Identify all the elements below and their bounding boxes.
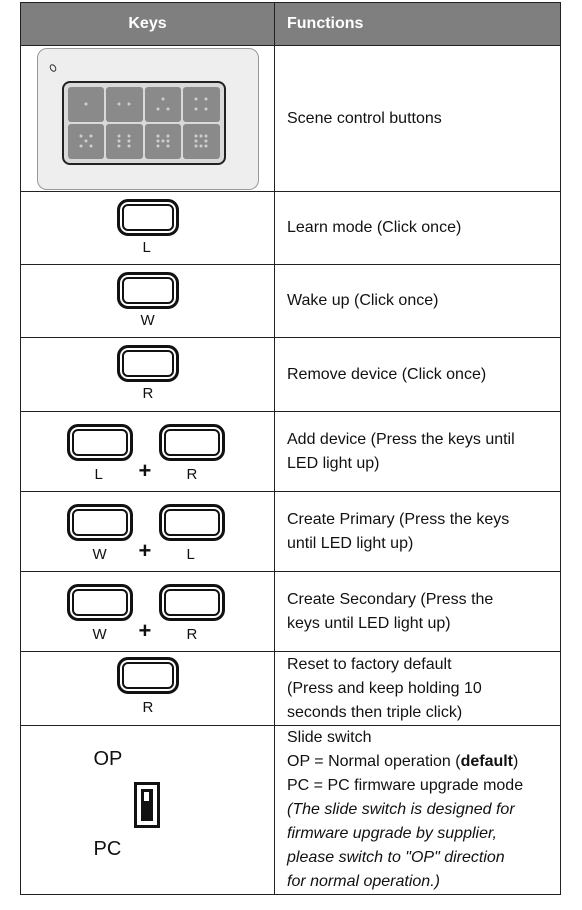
plus-sign: + xyxy=(138,617,152,643)
key-letter: W xyxy=(140,311,155,329)
key-letter: R xyxy=(142,385,154,402)
function-slide-switch: Slide switch OP = Normal operation (defa… xyxy=(274,725,561,895)
note-line: please switch to "OP" direction xyxy=(287,849,505,866)
function-line: seconds then triple click) xyxy=(287,703,463,721)
dot-pattern-icon xyxy=(79,98,92,111)
table-row: L + R Add device (Press the keys until L… xyxy=(20,411,561,492)
table-header-row: Keys Functions xyxy=(20,2,561,46)
switch-label-pc: PC xyxy=(93,838,122,860)
scene-button-3 xyxy=(144,86,181,122)
header-keys: Keys xyxy=(20,2,275,46)
dot-pattern-icon xyxy=(156,134,170,148)
scene-button-6 xyxy=(106,123,143,159)
key-button-icon xyxy=(116,271,179,309)
function-wake: Wake up (Click once) xyxy=(274,264,561,338)
function-remove: Remove device (Click once) xyxy=(274,337,561,412)
function-line: Create Primary (Press the keys xyxy=(287,510,510,528)
scene-button-1 xyxy=(67,86,104,122)
dot-pattern-icon xyxy=(194,134,208,148)
function-line: OP = Normal operation (default) xyxy=(287,753,519,770)
key-letter: R xyxy=(186,465,198,483)
function-line: LED light up) xyxy=(287,454,380,472)
key-button-icon xyxy=(66,583,133,621)
table-row: W + L Create Primary (Press the keys unt… xyxy=(20,491,561,572)
key-w: W xyxy=(113,268,183,330)
header-functions: Functions xyxy=(274,2,561,46)
dot-pattern-icon xyxy=(117,134,131,148)
function-secondary: Create Secondary (Press the keys until L… xyxy=(274,571,561,652)
key-letter: R xyxy=(142,699,154,716)
function-add: Add device (Press the keys until LED lig… xyxy=(274,411,561,492)
scene-button-7 xyxy=(144,123,181,159)
note-line: firmware upgrade by supplier, xyxy=(287,825,497,842)
dot-pattern-icon xyxy=(117,98,131,111)
scene-button-4 xyxy=(183,86,220,122)
function-learn: Learn mode (Click once) xyxy=(274,191,561,265)
dot-pattern-icon xyxy=(79,134,93,148)
key-letter: L xyxy=(142,238,151,256)
key-letter: R xyxy=(186,625,198,643)
key-combo-w-l: W + L xyxy=(63,500,233,564)
key-button-icon xyxy=(158,423,225,461)
note-line: for normal operation.) xyxy=(287,873,440,890)
key-r: R xyxy=(113,341,183,403)
function-primary: Create Primary (Press the keys until LED… xyxy=(274,491,561,572)
switch-label-op: OP xyxy=(93,748,123,770)
table-row: R Remove device (Click once) xyxy=(20,337,561,412)
key-l: L xyxy=(113,195,183,257)
key-button-icon xyxy=(66,503,133,541)
keys-functions-table: Keys Functions Scene control buttons L L… xyxy=(20,2,561,895)
plus-sign: + xyxy=(138,537,152,563)
function-line: Reset to factory default xyxy=(287,655,452,673)
scene-pad-cell xyxy=(20,45,275,192)
table-row: Scene control buttons xyxy=(20,45,561,192)
led-indicator-icon xyxy=(47,62,58,73)
function-line: until LED light up) xyxy=(287,534,414,552)
key-letter: W xyxy=(92,545,107,563)
slide-switch-graphic: OP PC xyxy=(88,740,208,880)
table-row: W Wake up (Click once) xyxy=(20,264,561,338)
function-line: Slide switch xyxy=(287,729,372,746)
function-line: (Press and keep holding 10 xyxy=(287,679,482,697)
scene-button-panel xyxy=(61,80,226,165)
table-row: W + R Create Secondary (Press the keys u… xyxy=(20,571,561,652)
table-row: OP PC Slide switch OP = Normal operation… xyxy=(20,725,561,895)
key-letter: L xyxy=(94,465,103,483)
key-letter: W xyxy=(92,625,107,643)
scene-button-5 xyxy=(67,123,104,159)
function-line: Add device (Press the keys until xyxy=(287,430,515,448)
table-row: L Learn mode (Click once) xyxy=(20,191,561,265)
function-line: Create Secondary (Press the xyxy=(287,590,494,608)
key-button-icon xyxy=(66,423,133,461)
table-row: R Reset to factory default (Press and ke… xyxy=(20,651,561,726)
function-reset: Reset to factory default (Press and keep… xyxy=(274,651,561,726)
key-button-icon xyxy=(116,345,179,382)
scene-button-8 xyxy=(183,123,220,159)
scene-controller-image xyxy=(36,47,259,190)
function-line: PC = PC firmware upgrade mode xyxy=(287,777,524,794)
plus-sign: + xyxy=(138,457,152,483)
function-scene: Scene control buttons xyxy=(274,45,561,192)
note-line: (The slide switch is designed for xyxy=(287,801,515,818)
slide-switch-icon xyxy=(133,782,160,828)
key-button-icon xyxy=(158,503,225,541)
key-button-icon xyxy=(158,583,225,621)
key-button-icon xyxy=(116,657,179,694)
key-letter: L xyxy=(186,545,195,563)
key-combo-l-r: L + R xyxy=(63,420,233,484)
function-line: keys until LED light up) xyxy=(287,614,451,632)
key-button-icon xyxy=(116,198,179,236)
scene-button-2 xyxy=(106,86,143,122)
dot-pattern-icon xyxy=(194,97,208,111)
dot-pattern-icon xyxy=(156,97,170,111)
key-r-reset: R xyxy=(113,655,183,717)
key-combo-w-r: W + R xyxy=(63,580,233,644)
